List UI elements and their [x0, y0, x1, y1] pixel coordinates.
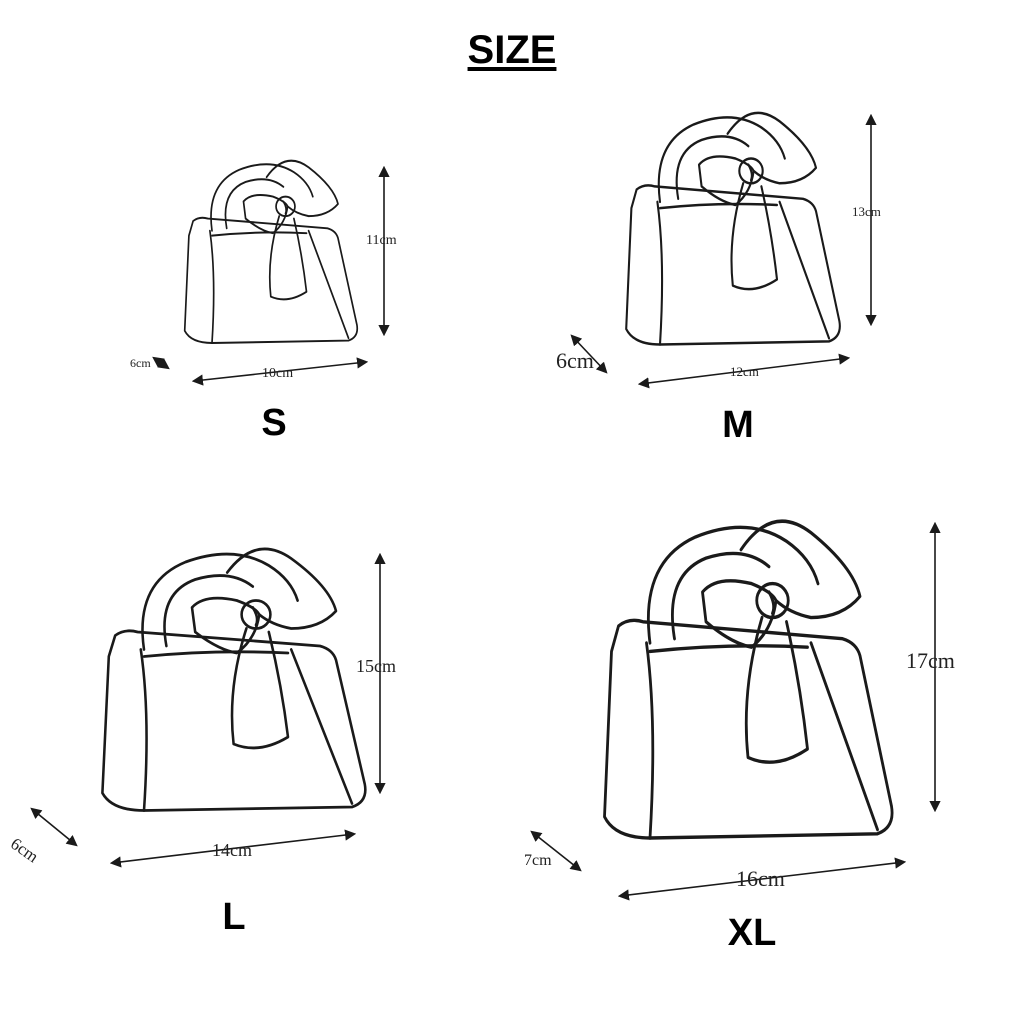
width-arrow-l: [109, 829, 357, 868]
bag-m-illustration: [624, 111, 842, 346]
handbag-with-bow-icon: [101, 547, 367, 812]
width-arrow-m: [637, 353, 851, 389]
bag-s-illustration: [183, 159, 359, 344]
depth-arrow-xl: [530, 830, 582, 872]
width-label-l: 14cm: [212, 840, 252, 860]
width-label-m: 12cm: [730, 364, 759, 379]
depth-arrow-l: [30, 807, 78, 847]
width-label-xl: 16cm: [736, 866, 785, 891]
size-label-m: M: [722, 404, 754, 446]
depth-arrow-m: [570, 334, 608, 374]
depth-label-s: 6cm: [130, 356, 151, 370]
size-label-xl: XL: [727, 912, 777, 954]
title-text: SIZE: [467, 28, 557, 72]
handbag-with-bow-icon: [602, 519, 894, 840]
width-arrow-xl: [617, 857, 907, 901]
handbag-with-bow-icon: [624, 111, 842, 346]
bag-xl-illustration: [602, 519, 894, 840]
size-label-l: L: [222, 896, 246, 938]
depth-label-m: 6cm: [556, 348, 594, 373]
depth-arrow-s: [152, 356, 170, 370]
bag-l-illustration: [101, 547, 367, 812]
height-label-l: 15cm: [356, 656, 396, 676]
height-label-xl: 17cm: [906, 648, 955, 673]
size-label-s: S: [261, 402, 287, 444]
width-arrow-s: [191, 357, 369, 386]
width-label-s: 10cm: [262, 366, 294, 381]
height-label-s: 11cm: [366, 233, 397, 248]
depth-label-xl: 7cm: [524, 852, 552, 869]
handbag-with-bow-icon: [183, 159, 359, 344]
height-label-m: 13cm: [852, 204, 881, 219]
page-title: SIZE: [0, 28, 1024, 73]
